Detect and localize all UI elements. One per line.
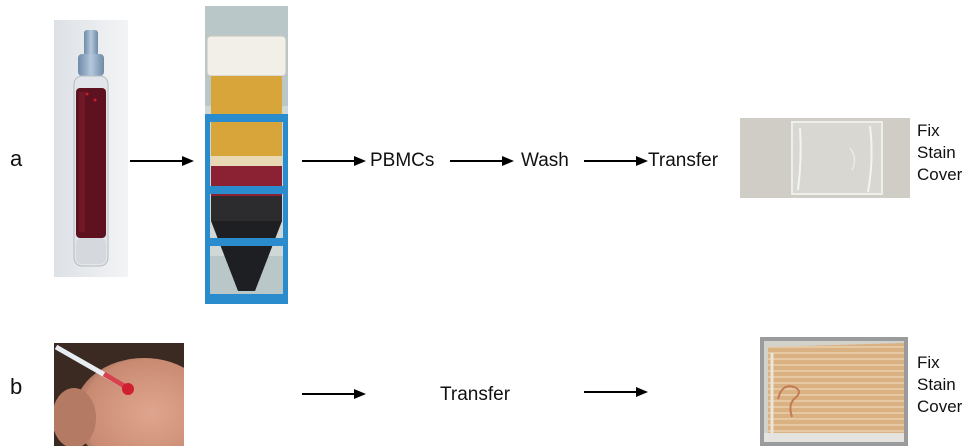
final-steps-a: Fix Stain Cover xyxy=(917,120,962,186)
step-wash: Wash xyxy=(521,150,569,171)
slide-photo-a xyxy=(740,118,910,198)
step-transfer-b: Transfer xyxy=(440,384,511,405)
arrow-to-transfer-b xyxy=(302,389,366,399)
blood-tube-photo xyxy=(54,20,128,277)
slide-photo-b xyxy=(760,337,908,446)
final-steps-b: Fix Stain Cover xyxy=(917,352,962,418)
arrow-to-slide-b xyxy=(584,387,648,397)
step-transfer-a: Transfer xyxy=(648,150,719,171)
final-fix-a: Fix xyxy=(917,121,940,140)
arrow-tube-to-centrifuge xyxy=(130,156,194,166)
arrow-to-transfer-a xyxy=(584,156,648,166)
row-a-label: a xyxy=(10,146,23,171)
final-stain-b: Stain xyxy=(917,375,956,394)
finger-prick-photo xyxy=(54,343,184,446)
final-cover-b: Cover xyxy=(917,397,963,416)
row-b-label: b xyxy=(10,374,23,399)
final-stain-a: Stain xyxy=(917,143,956,162)
step-pbmcs: PBMCs xyxy=(370,150,435,171)
final-cover-a: Cover xyxy=(917,165,963,184)
final-fix-b: Fix xyxy=(917,353,940,372)
arrow-to-pbmcs xyxy=(302,156,366,166)
arrow-to-wash xyxy=(450,156,514,166)
density-gradient-tube-photo xyxy=(205,6,288,304)
